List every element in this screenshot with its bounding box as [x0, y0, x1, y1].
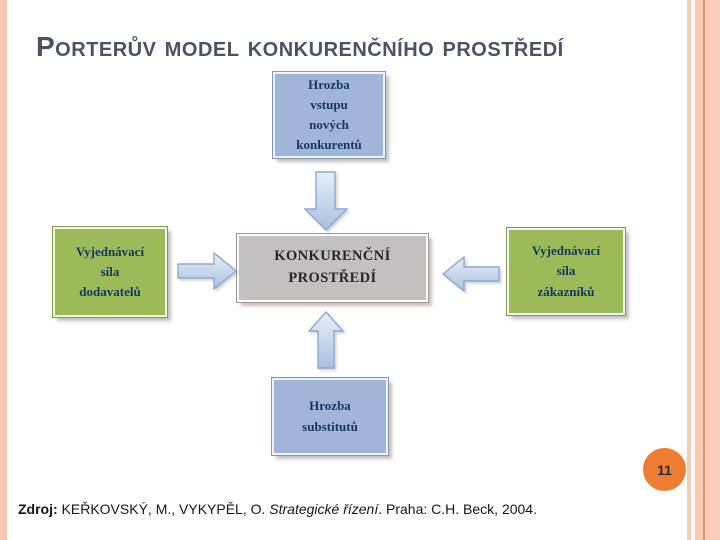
- right-border-stripe: [695, 0, 703, 540]
- threat-new-entrants-box: Hrozba vstupu nových konkurentů: [272, 71, 386, 159]
- source-citation: Zdroj: KEŘKOVSKÝ, M., VYKYPĚL, O. Strate…: [18, 501, 537, 517]
- supplier-power-box: Vyjednávací síla dodavatelů: [52, 226, 168, 318]
- right-border-stripe: [687, 0, 691, 540]
- right-border-stripe: [705, 0, 720, 540]
- source-tail: . Praha: C.H. Beck, 2004.: [378, 501, 537, 517]
- up-arrow-icon: [308, 311, 344, 369]
- source-authors: KEŘKOVSKÝ, M., VYKYPĚL, O.: [57, 501, 270, 517]
- threat-new-entrants-label: Hrozba vstupu nových konkurentů: [296, 76, 362, 153]
- buyer-power-label: Vyjednávací síla zákazníků: [531, 243, 601, 299]
- right-border-stripe: [703, 0, 705, 540]
- left-border-stripe: [0, 0, 7, 540]
- page-number-badge: 11: [643, 448, 686, 491]
- threat-substitutes-label: Hrozba substitutů: [302, 398, 358, 434]
- source-work-title: Strategické řízení: [269, 501, 379, 517]
- left-arrow-icon: [442, 256, 500, 292]
- competitive-environment-box: KONKURENČNÍ PROSTŘEDÍ: [236, 233, 429, 303]
- source-label: Zdroj:: [18, 501, 58, 517]
- down-arrow-icon: [304, 171, 348, 231]
- threat-substitutes-box: Hrozba substitutů: [271, 377, 389, 456]
- right-arrow-icon: [177, 251, 237, 291]
- page-number: 11: [657, 461, 672, 478]
- page-title: Porterův model konkurenčního prostředí: [36, 31, 564, 62]
- competitive-environment-label: KONKURENČNÍ PROSTŘEDÍ: [274, 248, 391, 286]
- buyer-power-box: Vyjednávací síla zákazníků: [506, 227, 626, 316]
- supplier-power-label: Vyjednávací síla dodavatelů: [75, 243, 145, 300]
